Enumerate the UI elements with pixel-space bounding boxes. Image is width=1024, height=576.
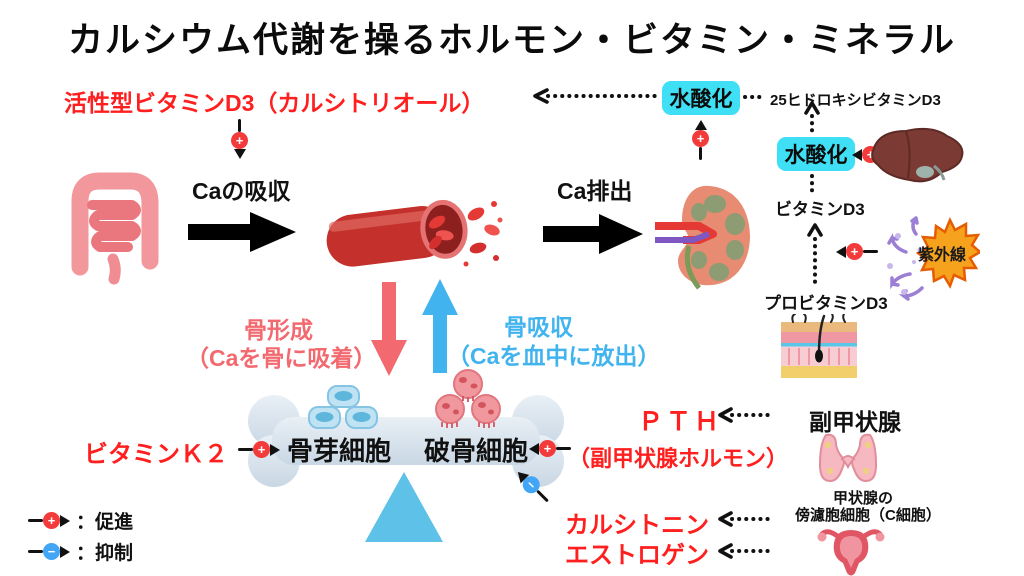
uterus-icon xyxy=(817,529,885,576)
fulcrum-triangle xyxy=(365,472,443,542)
hydroxylation-box-1: 水酸化 xyxy=(662,81,740,115)
dotted-arrow-up-2 xyxy=(807,223,823,288)
label-calcitonin: カルシトニン xyxy=(565,512,709,539)
promote-arrow-uv: + xyxy=(836,243,878,260)
promote-arrow-kidney-hydroxylation: + xyxy=(692,120,709,160)
plus-icon: + xyxy=(539,440,556,457)
label-parathyroid-gland: 副甲状腺 xyxy=(809,409,901,435)
label-bone-formation-sub: （Caを骨に吸着） xyxy=(186,345,377,371)
label-thyroid-line1: 甲状腺の xyxy=(833,490,894,507)
label-bone-resorption: 骨吸収 xyxy=(504,314,573,340)
uv-sun-icon: 紫外線 xyxy=(887,216,980,301)
label-pth: ＰＴＨ xyxy=(638,408,723,436)
plus-icon: + xyxy=(43,512,60,529)
promote-arrow-vitamin-k2: + xyxy=(238,441,280,458)
dotted-arrow-calcitonin xyxy=(718,511,774,527)
legend-inhibit: − ：抑制 xyxy=(28,538,133,565)
dotted-arrow-pth xyxy=(718,407,774,423)
intestine-icon xyxy=(71,172,159,285)
arrowhead-up-icon xyxy=(694,120,707,130)
osteoblast-cells-icon xyxy=(308,385,378,429)
arrowhead-down-icon xyxy=(233,149,246,159)
label-active-vitamin-d3: 活性型ビタミンD3（カルシトリオール） xyxy=(64,90,485,116)
label-bone-resorption-sub: （Caを血中に放出） xyxy=(447,343,661,369)
dotted-connector-vertical xyxy=(810,174,814,195)
hydroxylation-box-2: 水酸化 xyxy=(777,137,855,171)
bone-icon xyxy=(248,395,564,487)
blood-vessel-icon xyxy=(326,199,503,267)
arrowhead-left-icon xyxy=(852,148,862,161)
flow-arrow-absorption xyxy=(188,212,296,252)
sun-icon xyxy=(915,216,980,289)
legend-promote-label: ：促進 xyxy=(76,512,134,533)
skin-icon xyxy=(781,314,857,378)
dotted-connector xyxy=(743,95,768,99)
bone-formation-arrow xyxy=(371,282,407,376)
page-title: カルシウム代謝を操るホルモン・ビタミン・ミネラル xyxy=(67,21,956,60)
osteoclast-cells-icon xyxy=(435,369,501,428)
label-uv: 紫外線 xyxy=(918,245,966,264)
label-vitamin-k2: ビタミンＫ２ xyxy=(84,441,228,468)
promote-arrow-active-d3: + xyxy=(231,119,248,159)
arrowhead-right-icon xyxy=(60,514,70,527)
plus-icon: + xyxy=(692,130,709,147)
plus-icon: + xyxy=(846,243,863,260)
label-ca-absorption: Caの吸収 xyxy=(192,178,291,204)
liver-icon xyxy=(871,127,964,183)
parathyroid-gland-icon xyxy=(818,433,878,483)
label-pth-sub: （副甲状腺ホルモン） xyxy=(568,446,789,471)
promote-arrow-pth: + xyxy=(529,440,571,457)
label-bone-formation: 骨形成 xyxy=(244,317,313,343)
arrowhead-left-icon xyxy=(529,442,539,455)
legend-inhibit-label: ：抑制 xyxy=(76,543,134,564)
dotted-arrow-estrogen xyxy=(718,543,774,559)
flow-arrow-excretion xyxy=(543,214,643,254)
inhibit-arrow-icon: − xyxy=(28,543,70,560)
kidney-icon xyxy=(655,185,750,290)
label-thyroid-line2: 傍濾胞細胞（C細胞） xyxy=(795,507,941,524)
label-vitamin-d3: ビタミンD3 xyxy=(775,200,865,219)
plus-icon: + xyxy=(231,132,248,149)
legend-promote: + ：促進 xyxy=(28,507,133,534)
plus-icon: + xyxy=(253,441,270,458)
label-osteoblast: 骨芽細胞 xyxy=(287,436,392,466)
arrowhead-right-icon xyxy=(60,545,70,558)
dotted-arrow-up-1 xyxy=(804,101,820,136)
dotted-arrow-to-active-d3 xyxy=(533,88,660,104)
bone-resorption-arrow xyxy=(422,279,458,373)
label-ca-excretion: Ca排出 xyxy=(557,178,633,204)
promote-arrow-icon: + xyxy=(28,512,70,529)
label-25-hydroxy-d3: 25ヒドロキシビタミンD3 xyxy=(770,92,941,109)
arrowhead-left-icon xyxy=(836,245,846,258)
arrowhead-right-icon xyxy=(270,443,280,456)
label-estrogen: エストロゲン xyxy=(565,542,709,569)
minus-icon: − xyxy=(43,543,60,560)
label-provitamin-d3: プロビタミンD3 xyxy=(764,294,888,313)
label-osteoclast: 破骨細胞 xyxy=(424,436,529,466)
